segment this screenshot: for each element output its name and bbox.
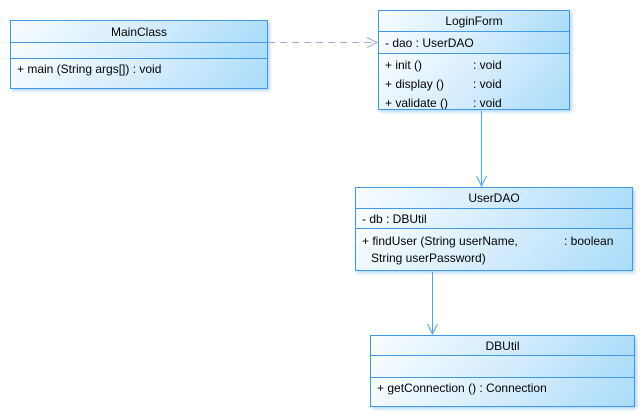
method-main: + main (String args[]) : void [17,62,162,76]
attributes-compartment-mainclass [11,42,267,58]
method-return-type: : void [473,77,502,91]
method-name: + validate () [385,96,449,109]
method-finduser-line1: + findUser (String userName, : boolean [362,233,626,250]
method-validate: + validate () : void [385,94,563,109]
attributes-compartment-dbutil [371,355,634,377]
attributes-compartment-userdao: - db : DBUtil [356,208,632,228]
attribute-dao: - dao : UserDAO [385,36,474,50]
method-name: + init () [385,58,423,72]
method-init: + init () : void [385,56,563,75]
method-getconnection: + getConnection () : Connection [377,381,547,395]
dependency-arrow-mainclass-to-loginform [268,37,379,48]
method-finduser-line2: String userPassword) [371,251,486,265]
method-return-type: : void [473,96,502,109]
method-return-type: : boolean [564,234,614,248]
open-arrowhead-icon [366,37,379,48]
methods-compartment-dbutil: + getConnection () : Connection [371,377,634,406]
class-title-mainclass: MainClass [11,21,267,42]
method-name: + findUser (String userName, [362,234,518,248]
methods-compartment-mainclass: + main (String args[]) : void [11,58,267,88]
class-box-mainclass: MainClass + main (String args[]) : void [10,20,268,89]
attributes-compartment-loginform: - dao : UserDAO [379,31,569,53]
attribute-db: - db : DBUtil [362,212,427,226]
class-title-userdao: UserDAO [356,188,632,208]
methods-compartment-userdao: + findUser (String userName, : boolean St… [356,228,632,270]
association-arrow-userdao-to-dbutil [427,272,438,336]
class-title-loginform: LoginForm [379,11,569,31]
open-arrowhead-icon [476,175,487,188]
class-box-loginform: LoginForm - dao : UserDAO + init () : voi… [378,10,570,110]
association-arrow-loginform-to-userdao [476,111,487,188]
method-return-type: : void [473,58,502,72]
method-display: + display () : void [385,75,563,94]
methods-compartment-loginform: + init () : void + display () : void + val… [379,53,569,109]
open-arrowhead-icon [427,323,438,336]
class-box-userdao: UserDAO - db : DBUtil + findUser (String… [355,187,633,271]
method-name: + display () [385,77,445,91]
class-box-dbutil: DBUtil + getConnection () : Connection [370,335,635,407]
class-title-dbutil: DBUtil [371,336,634,355]
